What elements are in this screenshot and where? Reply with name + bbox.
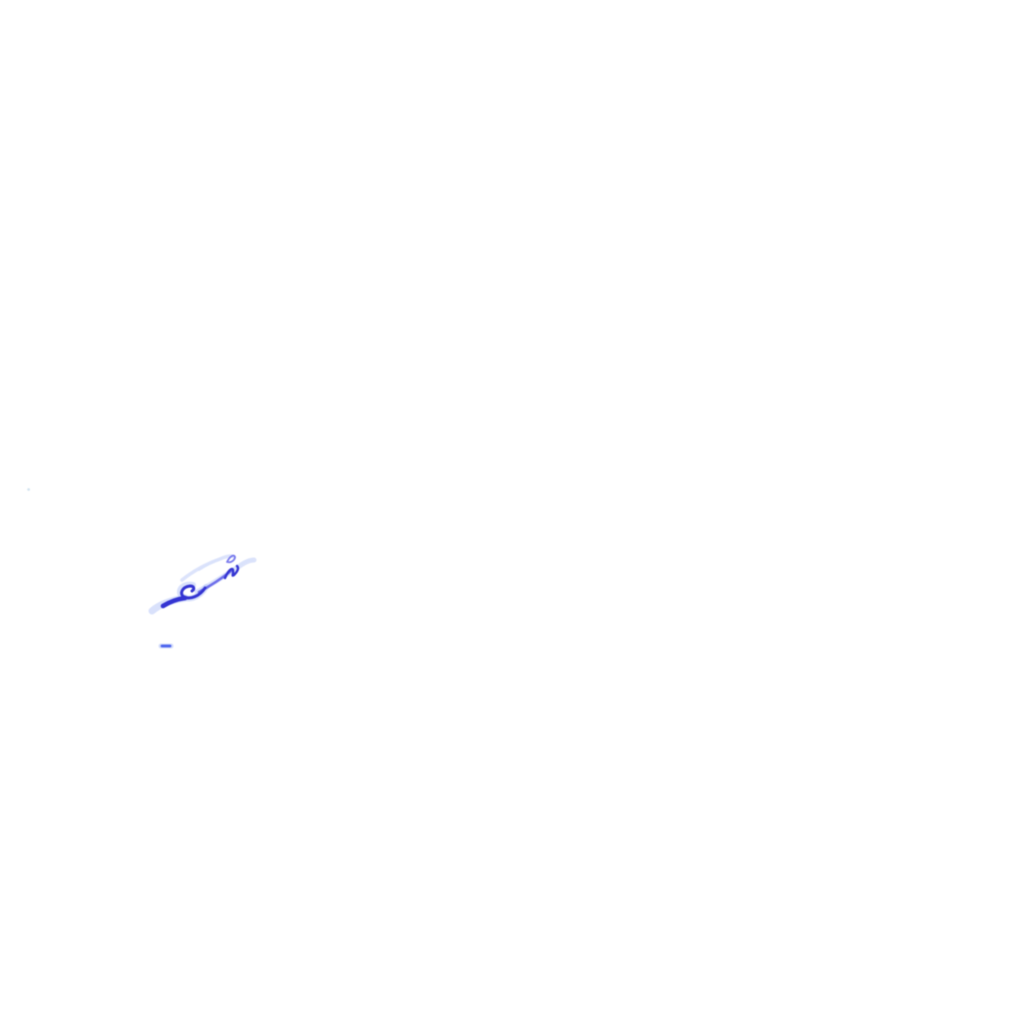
signature-faint-upper-line [198,557,223,571]
signature-mid-top-curl [226,554,236,564]
ink-dot-speck [27,488,30,491]
signature-dark-loop [180,584,207,600]
signature-faint-tail-tip [238,559,255,567]
signature-dark-knot [223,564,240,580]
signature-scribble [148,554,257,615]
